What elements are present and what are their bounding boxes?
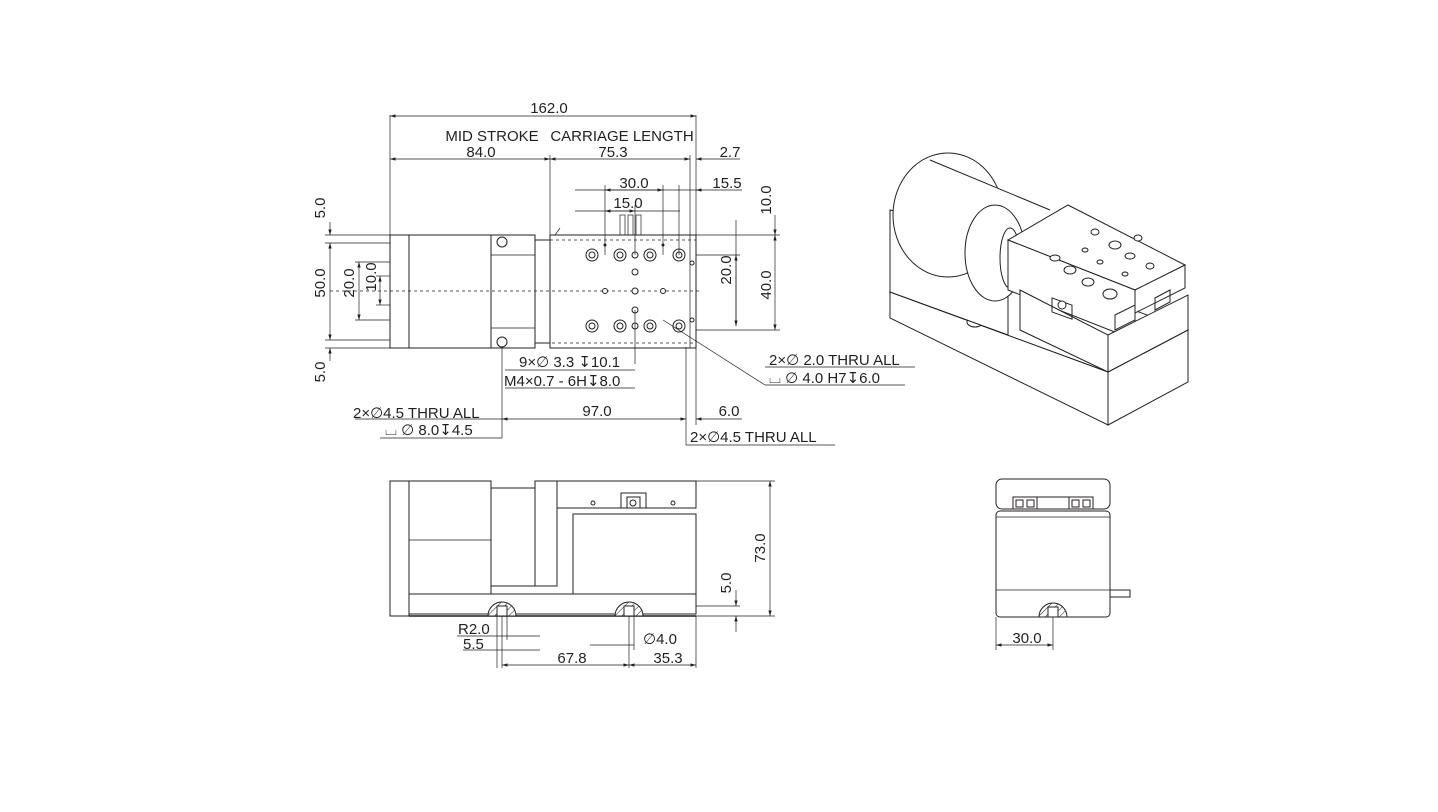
flange-hole-bottom	[496, 336, 508, 348]
dim-right-offset-side: 35.3	[653, 650, 682, 667]
end-view: 30.0	[995, 478, 1131, 650]
dim-mid-stroke: 84.0	[466, 144, 495, 161]
motor-body	[408, 234, 492, 349]
note-pin-1: 2×∅ 2.0 THRU ALL	[769, 352, 900, 369]
dim-top-margin-right: 10.0	[758, 185, 775, 214]
dim-base-spacing: 97.0	[582, 403, 611, 420]
dim-base-thickness: 5.0	[718, 573, 735, 594]
dim-overall-length: 162.0	[530, 100, 568, 117]
dim-left-width-50: 50.0	[312, 268, 329, 297]
dim-carriage-length: 75.3	[598, 144, 627, 161]
note-holes-2: M4×0.7 - 6H↧8.0	[504, 373, 620, 390]
dim-left-bottom-5: 5.0	[312, 362, 329, 383]
coupler	[534, 239, 551, 344]
note-base-left-2: ⌴ ∅ 8.0↧4.5	[385, 422, 473, 439]
dim-base-right: 6.0	[719, 403, 740, 420]
dim-radius: R2.0	[458, 621, 490, 638]
isometric-view	[888, 152, 1190, 426]
note-holes-1: 9×∅ 3.3 ↧10.1	[519, 354, 620, 371]
dim-left-20: 20.0	[341, 268, 358, 297]
side-motor	[408, 480, 492, 595]
flange-hole-top	[496, 236, 508, 248]
motor-endcap	[389, 234, 410, 349]
dim-right-offset: 2.7	[720, 144, 741, 161]
note-base-left-1: 2×∅4.5 THRU ALL	[353, 405, 480, 422]
note-base-right: 2×∅4.5 THRU ALL	[690, 429, 817, 446]
dim-hole-pitch-20: 20.0	[718, 255, 735, 284]
dim-offset: 5.5	[463, 636, 484, 653]
end-carriage	[995, 478, 1111, 510]
dim-right-edge: 15.5	[712, 175, 741, 192]
end-body	[995, 510, 1111, 618]
dim-hole-spacing: 67.8	[557, 650, 586, 667]
top-view: 162.0 MID STROKE CARRIAGE LENGTH 84.0 75…	[312, 100, 915, 446]
note-pin-2: ⌴ ∅ 4.0 H7↧6.0	[769, 370, 880, 387]
dim-width-40: 40.0	[758, 270, 775, 299]
dim-left-10: 10.0	[363, 262, 380, 291]
label-mid-stroke: MID STROKE	[445, 128, 538, 145]
side-view: 73.0 5.0 R2.0 5.5 ∅4.0 67.8 35.3	[389, 480, 775, 668]
side-base	[408, 593, 697, 615]
dim-hole-spacing-30: 30.0	[619, 175, 648, 192]
dim-left-top-5: 5.0	[312, 198, 329, 219]
dim-end-width: 30.0	[1012, 630, 1041, 647]
label-carriage-length: CARRIAGE LENGTH	[550, 128, 693, 145]
carriage-holes	[585, 243, 695, 333]
dim-height: 73.0	[752, 533, 769, 562]
dim-hole-spacing-15: 15.0	[613, 195, 642, 212]
motor-flange	[490, 234, 536, 349]
dim-pin-diameter: ∅4.0	[643, 631, 677, 648]
